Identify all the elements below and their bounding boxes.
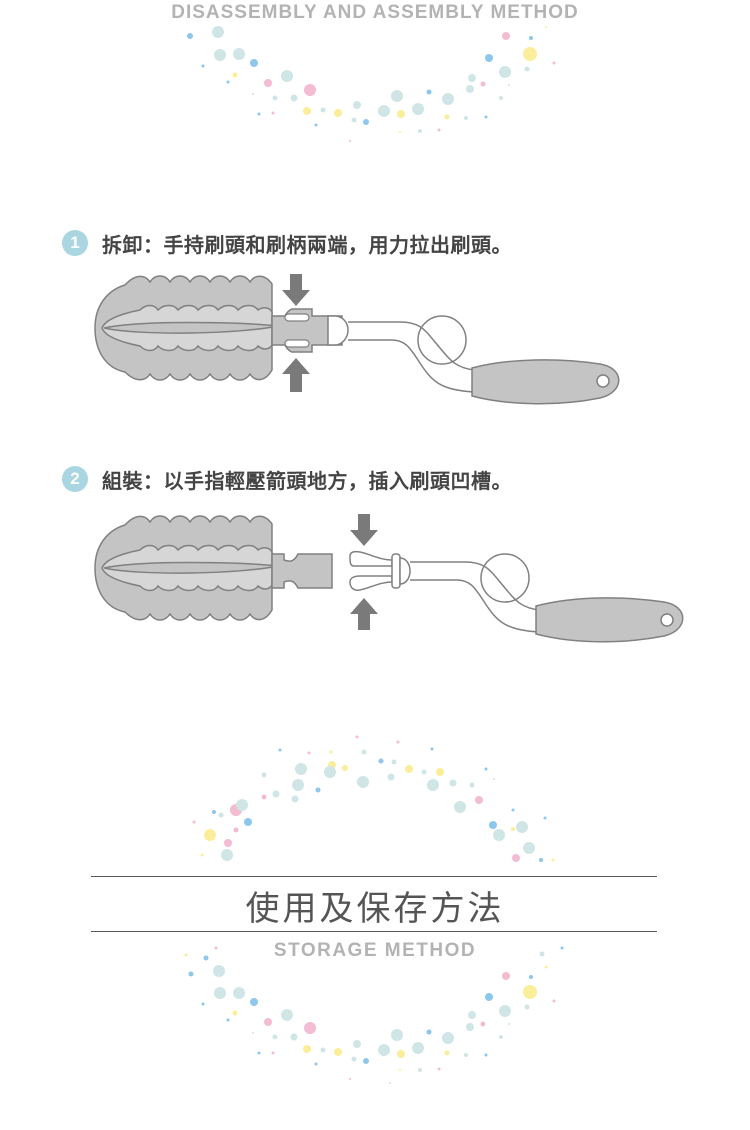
- arrow-up-icon: [350, 598, 378, 630]
- arrow-down-icon: [282, 274, 310, 306]
- handle-grip: [471, 359, 620, 405]
- arrow-down-icon: [350, 514, 378, 546]
- section-title-en-disassembly: DISASSEMBLY AND ASSEMBLY METHOD: [171, 2, 579, 23]
- step-text: 拆卸：手持刷頭和刷柄兩端，用力拉出刷頭。: [102, 232, 512, 257]
- step-number-badge: 1: [62, 230, 88, 256]
- divider-bottom: [91, 931, 657, 932]
- section-title-zh-storage: 使用及保存方法: [245, 889, 505, 929]
- decorative-dots-top: [187, 26, 556, 142]
- brush-head: [94, 275, 279, 381]
- illustration-brush-assembly: [94, 514, 684, 643]
- brush-socket: [271, 553, 333, 589]
- step-2-instruction: 2 組裝：以手指輕壓箭頭地方，插入刷頭凹槽。: [62, 464, 512, 494]
- step-1-instruction: 1 拆卸：手持刷頭和刷柄兩端，用力拉出刷頭。: [62, 228, 512, 258]
- arrow-up-icon: [282, 358, 310, 392]
- decorative-dots-middle: [192, 735, 555, 862]
- brush-connector: [271, 308, 349, 353]
- handle-clip: [349, 550, 411, 591]
- step-number-badge: 2: [62, 466, 88, 492]
- illustration-brush-disassembly: [94, 274, 620, 405]
- decorative-dots-bottom: [184, 946, 564, 1084]
- section-title-en-storage: STORAGE METHOD: [273, 940, 477, 961]
- handle-wire: [410, 553, 541, 633]
- handle-wire: [348, 315, 476, 393]
- divider-top: [91, 876, 657, 877]
- step-text: 組裝：以手指輕壓箭頭地方，插入刷頭凹槽。: [102, 468, 512, 493]
- handle-grip: [535, 597, 684, 643]
- brush-head: [94, 515, 279, 621]
